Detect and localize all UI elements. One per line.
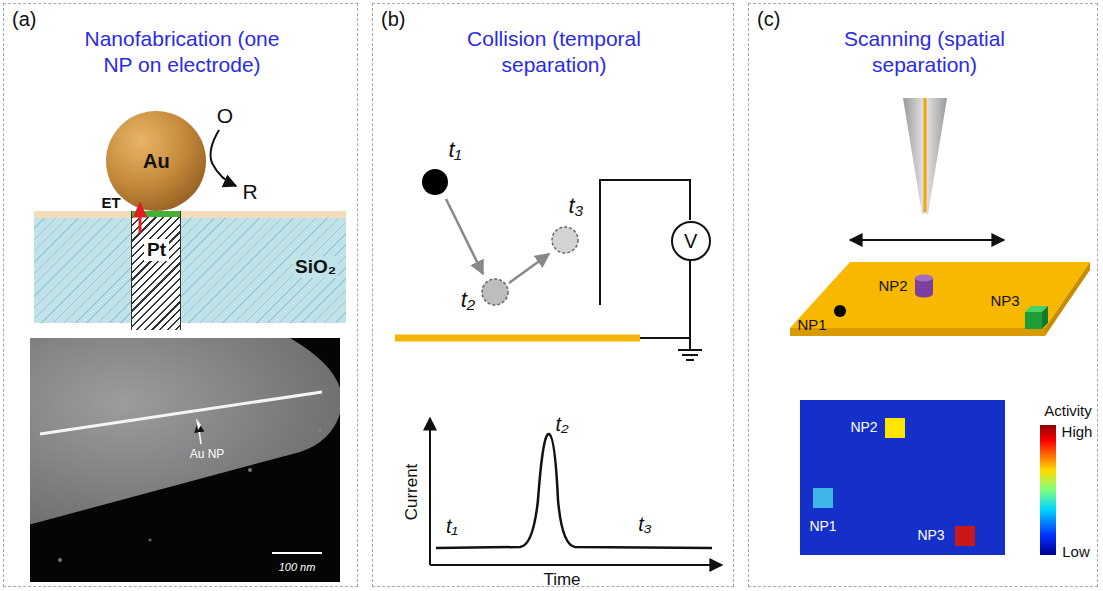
- particle-path: [422, 169, 578, 305]
- particle-label: NP3: [990, 293, 1019, 310]
- drawing-part: [640, 260, 690, 338]
- drawing-part: [552, 227, 578, 253]
- time-label: t₂: [555, 413, 568, 435]
- tem-image: [30, 338, 340, 582]
- drawing-part: [211, 130, 236, 186]
- time-label: t₁: [448, 138, 461, 162]
- drawing-part: [800, 400, 1005, 555]
- scanning-tip: [850, 98, 1004, 240]
- label: R: [242, 180, 257, 203]
- particle-label: NP2: [850, 420, 877, 435]
- drawing-part: [1042, 306, 1048, 329]
- axis-label: Current: [403, 464, 422, 521]
- reaction-arrow: [211, 130, 236, 186]
- particle-label: Activity: [1044, 403, 1092, 420]
- time-label: t₃: [638, 513, 652, 535]
- particle-label: NP1: [797, 317, 826, 334]
- substrate: [790, 262, 1090, 336]
- drawing-part: [955, 526, 975, 546]
- drawing-part: [682, 354, 698, 356]
- panel-node: (a) Nanofabrication (one NP on electrode)…: [3, 3, 358, 587]
- activity-map: [800, 400, 1056, 555]
- drawing-part: [248, 468, 252, 472]
- panel-node: (c) Scanning (spatial separation): [748, 3, 1098, 587]
- electrode-circuit: [395, 180, 702, 360]
- label: ET: [101, 195, 120, 212]
- electron-transfer-arrow: [130, 203, 150, 243]
- drawing-part: [903, 98, 947, 214]
- drawing-part: [272, 552, 322, 554]
- pt-node: Pt: [131, 211, 181, 330]
- drawing-part: [689, 338, 691, 350]
- drawing-part: [395, 335, 640, 342]
- panel-letter: (b): [381, 8, 405, 31]
- panel-title: Nanofabrication (one NP on electrode): [76, 26, 288, 79]
- drawing-part: [915, 291, 933, 298]
- drawing-part: [482, 279, 508, 305]
- drawing-part: [850, 239, 1004, 241]
- drawing-part: [834, 305, 846, 317]
- drawing-part: [40, 392, 322, 434]
- substrate-label: SiO₂: [293, 256, 338, 278]
- particle-label: Low: [1062, 544, 1090, 561]
- particle-label: NP3: [917, 528, 944, 543]
- drawing-part: [196, 418, 201, 430]
- drawing-part: [813, 488, 833, 508]
- label: Au NP: [190, 448, 225, 461]
- current-plot: [430, 418, 722, 565]
- particle-label: Au: [143, 150, 170, 173]
- panel-letter: (a): [12, 8, 36, 31]
- drawing-part: [446, 199, 483, 274]
- drawing-part: [924, 98, 927, 212]
- drawing-part: [790, 262, 1090, 328]
- particle-label: High: [1062, 424, 1093, 441]
- drawing-part: [422, 169, 448, 195]
- label: O: [217, 104, 233, 127]
- drawing-part: [319, 429, 322, 432]
- drawing-part: [686, 359, 694, 361]
- drawing-part: [790, 328, 1045, 336]
- time-label: t₃: [569, 194, 584, 218]
- voltmeter-label: V: [684, 230, 697, 253]
- label: 100 nm: [279, 561, 316, 573]
- drawing-part: [509, 254, 549, 283]
- drawing-part: [149, 539, 152, 542]
- particle-label: NP2: [878, 278, 907, 295]
- panel-node: (b) Collision (temporal separation) V: [372, 3, 734, 587]
- drawing-part: [30, 338, 340, 525]
- drawing-part: [436, 434, 712, 548]
- time-label: t₁: [446, 515, 458, 537]
- drawing-part: [430, 564, 722, 566]
- volt-node: V: [671, 221, 711, 261]
- drawing-part: [1040, 425, 1056, 555]
- au-node: Au: [106, 111, 206, 211]
- particle-label: NP1: [809, 519, 836, 534]
- drawing-part: [58, 558, 62, 562]
- time-label: t₂: [461, 288, 476, 312]
- drawing-part: [1045, 262, 1090, 336]
- panel-letter: (c): [757, 8, 780, 31]
- drawing-part: [678, 349, 702, 351]
- panel-title: Scanning (spatial separation): [832, 26, 1017, 79]
- panel-title: Collision (temporal separation): [451, 26, 657, 79]
- drawing-part: [1025, 312, 1042, 329]
- drawing-part: [915, 275, 933, 282]
- drawing-part: [885, 418, 905, 438]
- drawing-part: [429, 418, 431, 565]
- sio2-node: SiO₂ Pt: [34, 211, 346, 323]
- electrode-label: Pt: [144, 239, 169, 261]
